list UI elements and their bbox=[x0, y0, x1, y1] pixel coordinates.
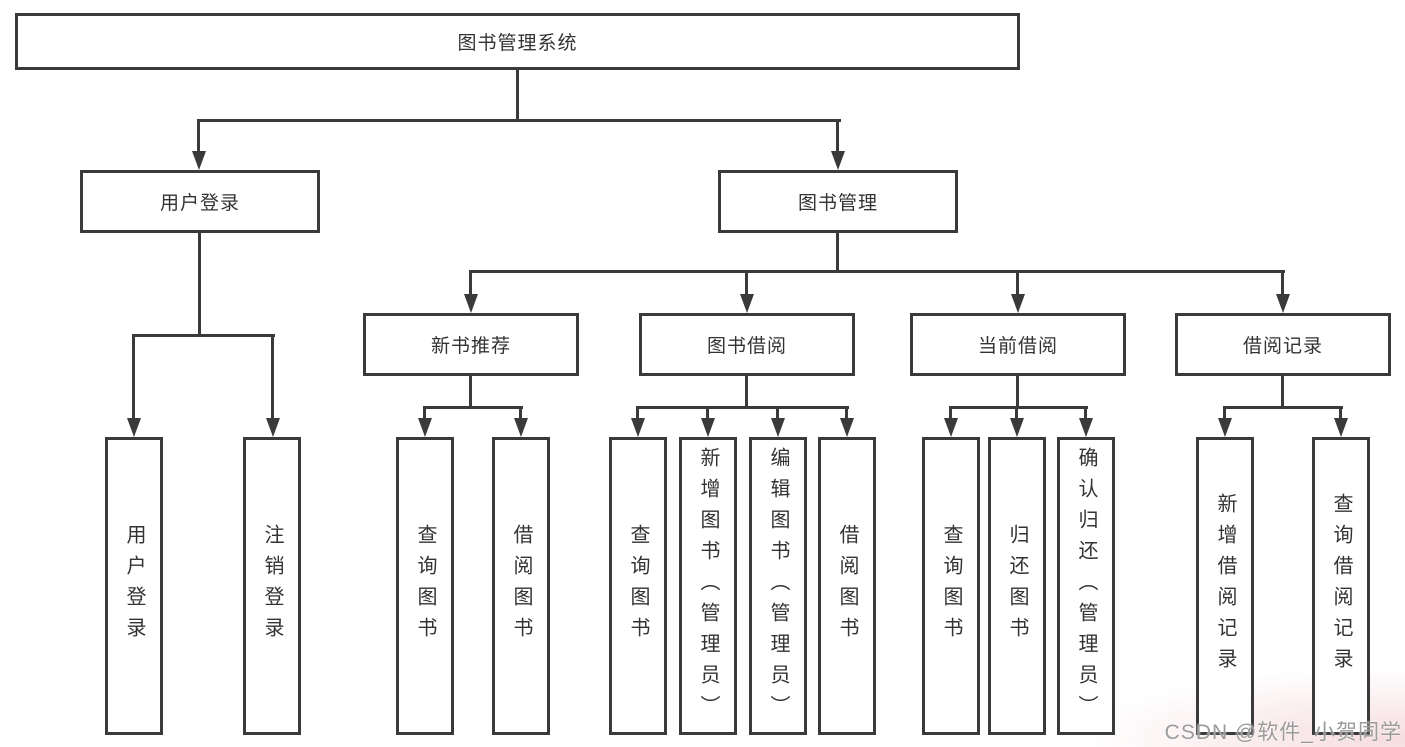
arrow-head-leaf-logout bbox=[266, 418, 280, 437]
node-new-book-recommend: 新书推荐 bbox=[363, 313, 579, 376]
leaf-user-login: 用户登录 bbox=[105, 437, 163, 735]
leaf-add-book-admin-label: 新增图书（管理员） bbox=[697, 446, 719, 726]
connector-to-book-borrow bbox=[745, 270, 748, 296]
connector-to-book-management bbox=[836, 119, 839, 153]
leaf-add-book-admin: 新增图书（管理员） bbox=[679, 437, 737, 735]
leaf-return-books-label: 归还图书 bbox=[1006, 524, 1028, 648]
connector-user-login-bar bbox=[132, 334, 275, 337]
connector-book-borrow-stem bbox=[745, 376, 748, 409]
leaf-logout: 注销登录 bbox=[243, 437, 301, 735]
leaf-borrow-books-2-label: 借阅图书 bbox=[836, 524, 858, 648]
arrow-head-book-management bbox=[831, 151, 845, 170]
arrow-head-book-borrow bbox=[740, 294, 754, 313]
arrow-head-leaf-query1 bbox=[418, 418, 432, 437]
leaf-return-books: 归还图书 bbox=[988, 437, 1046, 735]
leaf-query-books-2: 查询图书 bbox=[609, 437, 667, 735]
node-book-borrow: 图书借阅 bbox=[639, 313, 855, 376]
leaf-confirm-return-admin-label: 确认归还（管理员） bbox=[1075, 446, 1097, 726]
watermark: CSDN @软件_小贺同学 bbox=[1164, 721, 1402, 744]
connector-to-leaf-borrow2 bbox=[845, 406, 848, 420]
connector-to-leaf-add-record bbox=[1223, 406, 1226, 420]
leaf-add-borrow-record-label: 新增借阅记录 bbox=[1214, 493, 1236, 679]
connector-new-book-bar bbox=[423, 406, 523, 409]
connector-root-stem bbox=[516, 70, 519, 121]
connector-new-book-stem bbox=[469, 376, 472, 409]
arrow-head-borrow-records bbox=[1276, 294, 1290, 313]
leaf-query-books-1: 查询图书 bbox=[396, 437, 454, 735]
arrow-head-leaf-query2 bbox=[631, 418, 645, 437]
connector-to-leaf-add-book bbox=[706, 406, 709, 420]
leaf-edit-book-admin-label: 编辑图书（管理员） bbox=[767, 446, 789, 726]
connector-to-leaf-query3 bbox=[949, 406, 952, 420]
node-current-borrow: 当前借阅 bbox=[910, 313, 1126, 376]
arrow-head-leaf-borrow1 bbox=[514, 418, 528, 437]
arrow-head-leaf-query3 bbox=[944, 418, 958, 437]
leaf-query-books-3: 查询图书 bbox=[922, 437, 980, 735]
connector-borrow-records-bar bbox=[1223, 406, 1343, 409]
arrow-head-leaf-add-record bbox=[1218, 418, 1232, 437]
connector-to-leaf-login bbox=[132, 334, 135, 420]
leaf-query-borrow-record-label: 查询借阅记录 bbox=[1330, 493, 1352, 679]
connector-to-borrow-records bbox=[1281, 270, 1284, 296]
connector-to-leaf-query-record bbox=[1339, 406, 1342, 420]
leaf-borrow-books-2: 借阅图书 bbox=[818, 437, 876, 735]
arrow-head-leaf-borrow2 bbox=[840, 418, 854, 437]
connector-level3-bar bbox=[469, 270, 1285, 273]
connector-user-login-stem bbox=[198, 233, 201, 337]
leaf-edit-book-admin: 编辑图书（管理员） bbox=[749, 437, 807, 735]
connector-book-management-stem bbox=[836, 233, 839, 273]
arrow-head-leaf-add-book bbox=[701, 418, 715, 437]
connector-borrow-records-stem bbox=[1281, 376, 1284, 409]
arrow-head-new-book bbox=[464, 294, 478, 313]
leaf-query-borrow-record: 查询借阅记录 bbox=[1312, 437, 1370, 735]
arrow-head-user-login bbox=[192, 151, 206, 170]
node-book-management: 图书管理 bbox=[718, 170, 958, 233]
connector-to-leaf-edit-book bbox=[776, 406, 779, 420]
connector-to-leaf-borrow1 bbox=[519, 406, 522, 420]
connector-to-leaf-return bbox=[1015, 406, 1018, 420]
leaf-query-books-3-label: 查询图书 bbox=[940, 524, 962, 648]
node-root: 图书管理系统 bbox=[15, 13, 1020, 70]
connector-to-new-book bbox=[469, 270, 472, 296]
leaf-query-books-2-label: 查询图书 bbox=[627, 524, 649, 648]
arrow-head-leaf-return bbox=[1010, 418, 1024, 437]
leaf-borrow-books-1-label: 借阅图书 bbox=[510, 524, 532, 648]
connector-to-leaf-query2 bbox=[636, 406, 639, 420]
arrow-head-leaf-edit-book bbox=[771, 418, 785, 437]
leaf-confirm-return-admin: 确认归还（管理员） bbox=[1057, 437, 1115, 735]
connector-to-current-borrow bbox=[1016, 270, 1019, 296]
connector-book-borrow-bar bbox=[636, 406, 849, 409]
leaf-borrow-books-1: 借阅图书 bbox=[492, 437, 550, 735]
leaf-logout-label: 注销登录 bbox=[261, 524, 283, 648]
connector-level1-bar bbox=[197, 119, 841, 122]
arrow-head-leaf-login bbox=[127, 418, 141, 437]
connector-to-leaf-query1 bbox=[423, 406, 426, 420]
connector-to-user-login bbox=[197, 119, 200, 153]
arrow-head-current-borrow bbox=[1011, 294, 1025, 313]
connector-current-borrow-stem bbox=[1016, 376, 1019, 409]
leaf-add-borrow-record: 新增借阅记录 bbox=[1196, 437, 1254, 735]
arrow-head-leaf-query-record bbox=[1334, 418, 1348, 437]
arrow-head-leaf-confirm-return bbox=[1079, 418, 1093, 437]
node-borrow-records: 借阅记录 bbox=[1175, 313, 1391, 376]
leaf-user-login-label: 用户登录 bbox=[123, 524, 145, 648]
connector-to-leaf-confirm-return bbox=[1084, 406, 1087, 420]
leaf-query-books-1-label: 查询图书 bbox=[414, 524, 436, 648]
node-user-login: 用户登录 bbox=[80, 170, 320, 233]
connector-to-leaf-logout bbox=[271, 334, 274, 420]
connector-current-borrow-bar bbox=[949, 406, 1088, 409]
